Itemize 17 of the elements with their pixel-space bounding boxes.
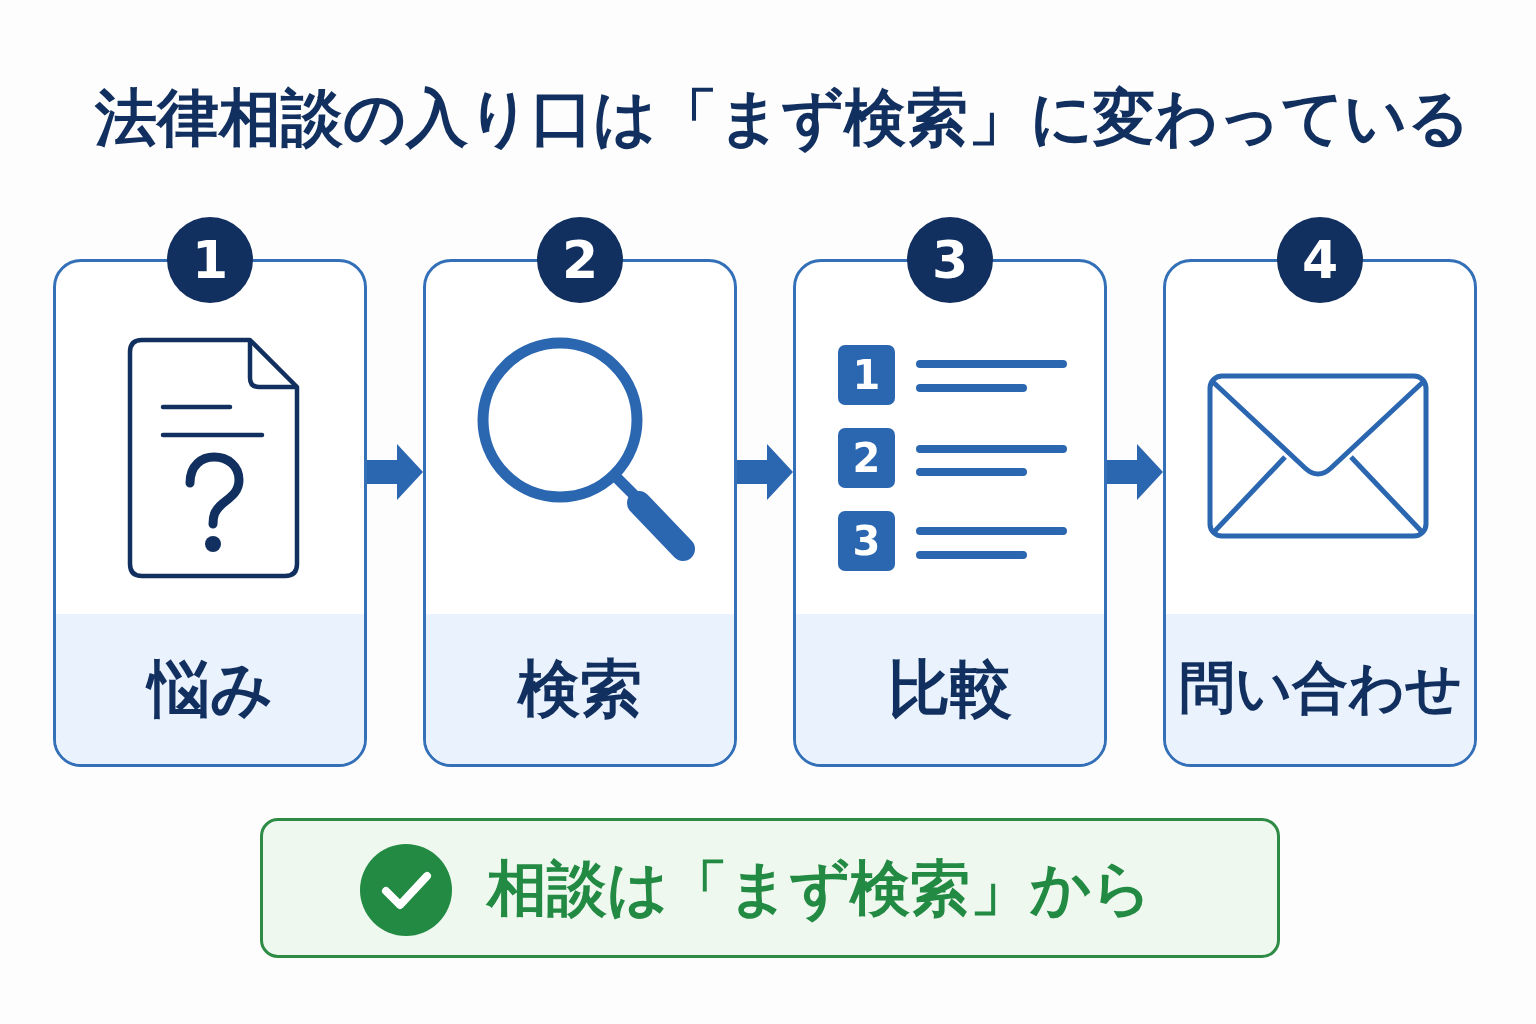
title: 法律相談の入り口は「まず検索」に変わっている: [94, 80, 1470, 156]
step-number-badge: 1: [167, 217, 253, 303]
arrow: [737, 444, 793, 500]
banner-text: 相談は「まず検索」から: [487, 852, 1152, 925]
arrow: [367, 444, 423, 500]
step-number-badge: 4: [1277, 217, 1363, 303]
arrow: [1107, 444, 1163, 500]
number-tile: 1: [838, 345, 895, 405]
number-tile: 2: [838, 428, 895, 488]
step-label: 比較: [796, 614, 1104, 764]
step-label: 検索: [426, 614, 734, 764]
step-number-badge: 2: [537, 217, 623, 303]
step-label: 悩み: [56, 614, 364, 764]
summary-banner: [260, 818, 1280, 958]
step-label: 問い合わせ: [1166, 614, 1474, 764]
number-tile: 3: [838, 511, 895, 571]
step-number-badge: 3: [907, 217, 993, 303]
